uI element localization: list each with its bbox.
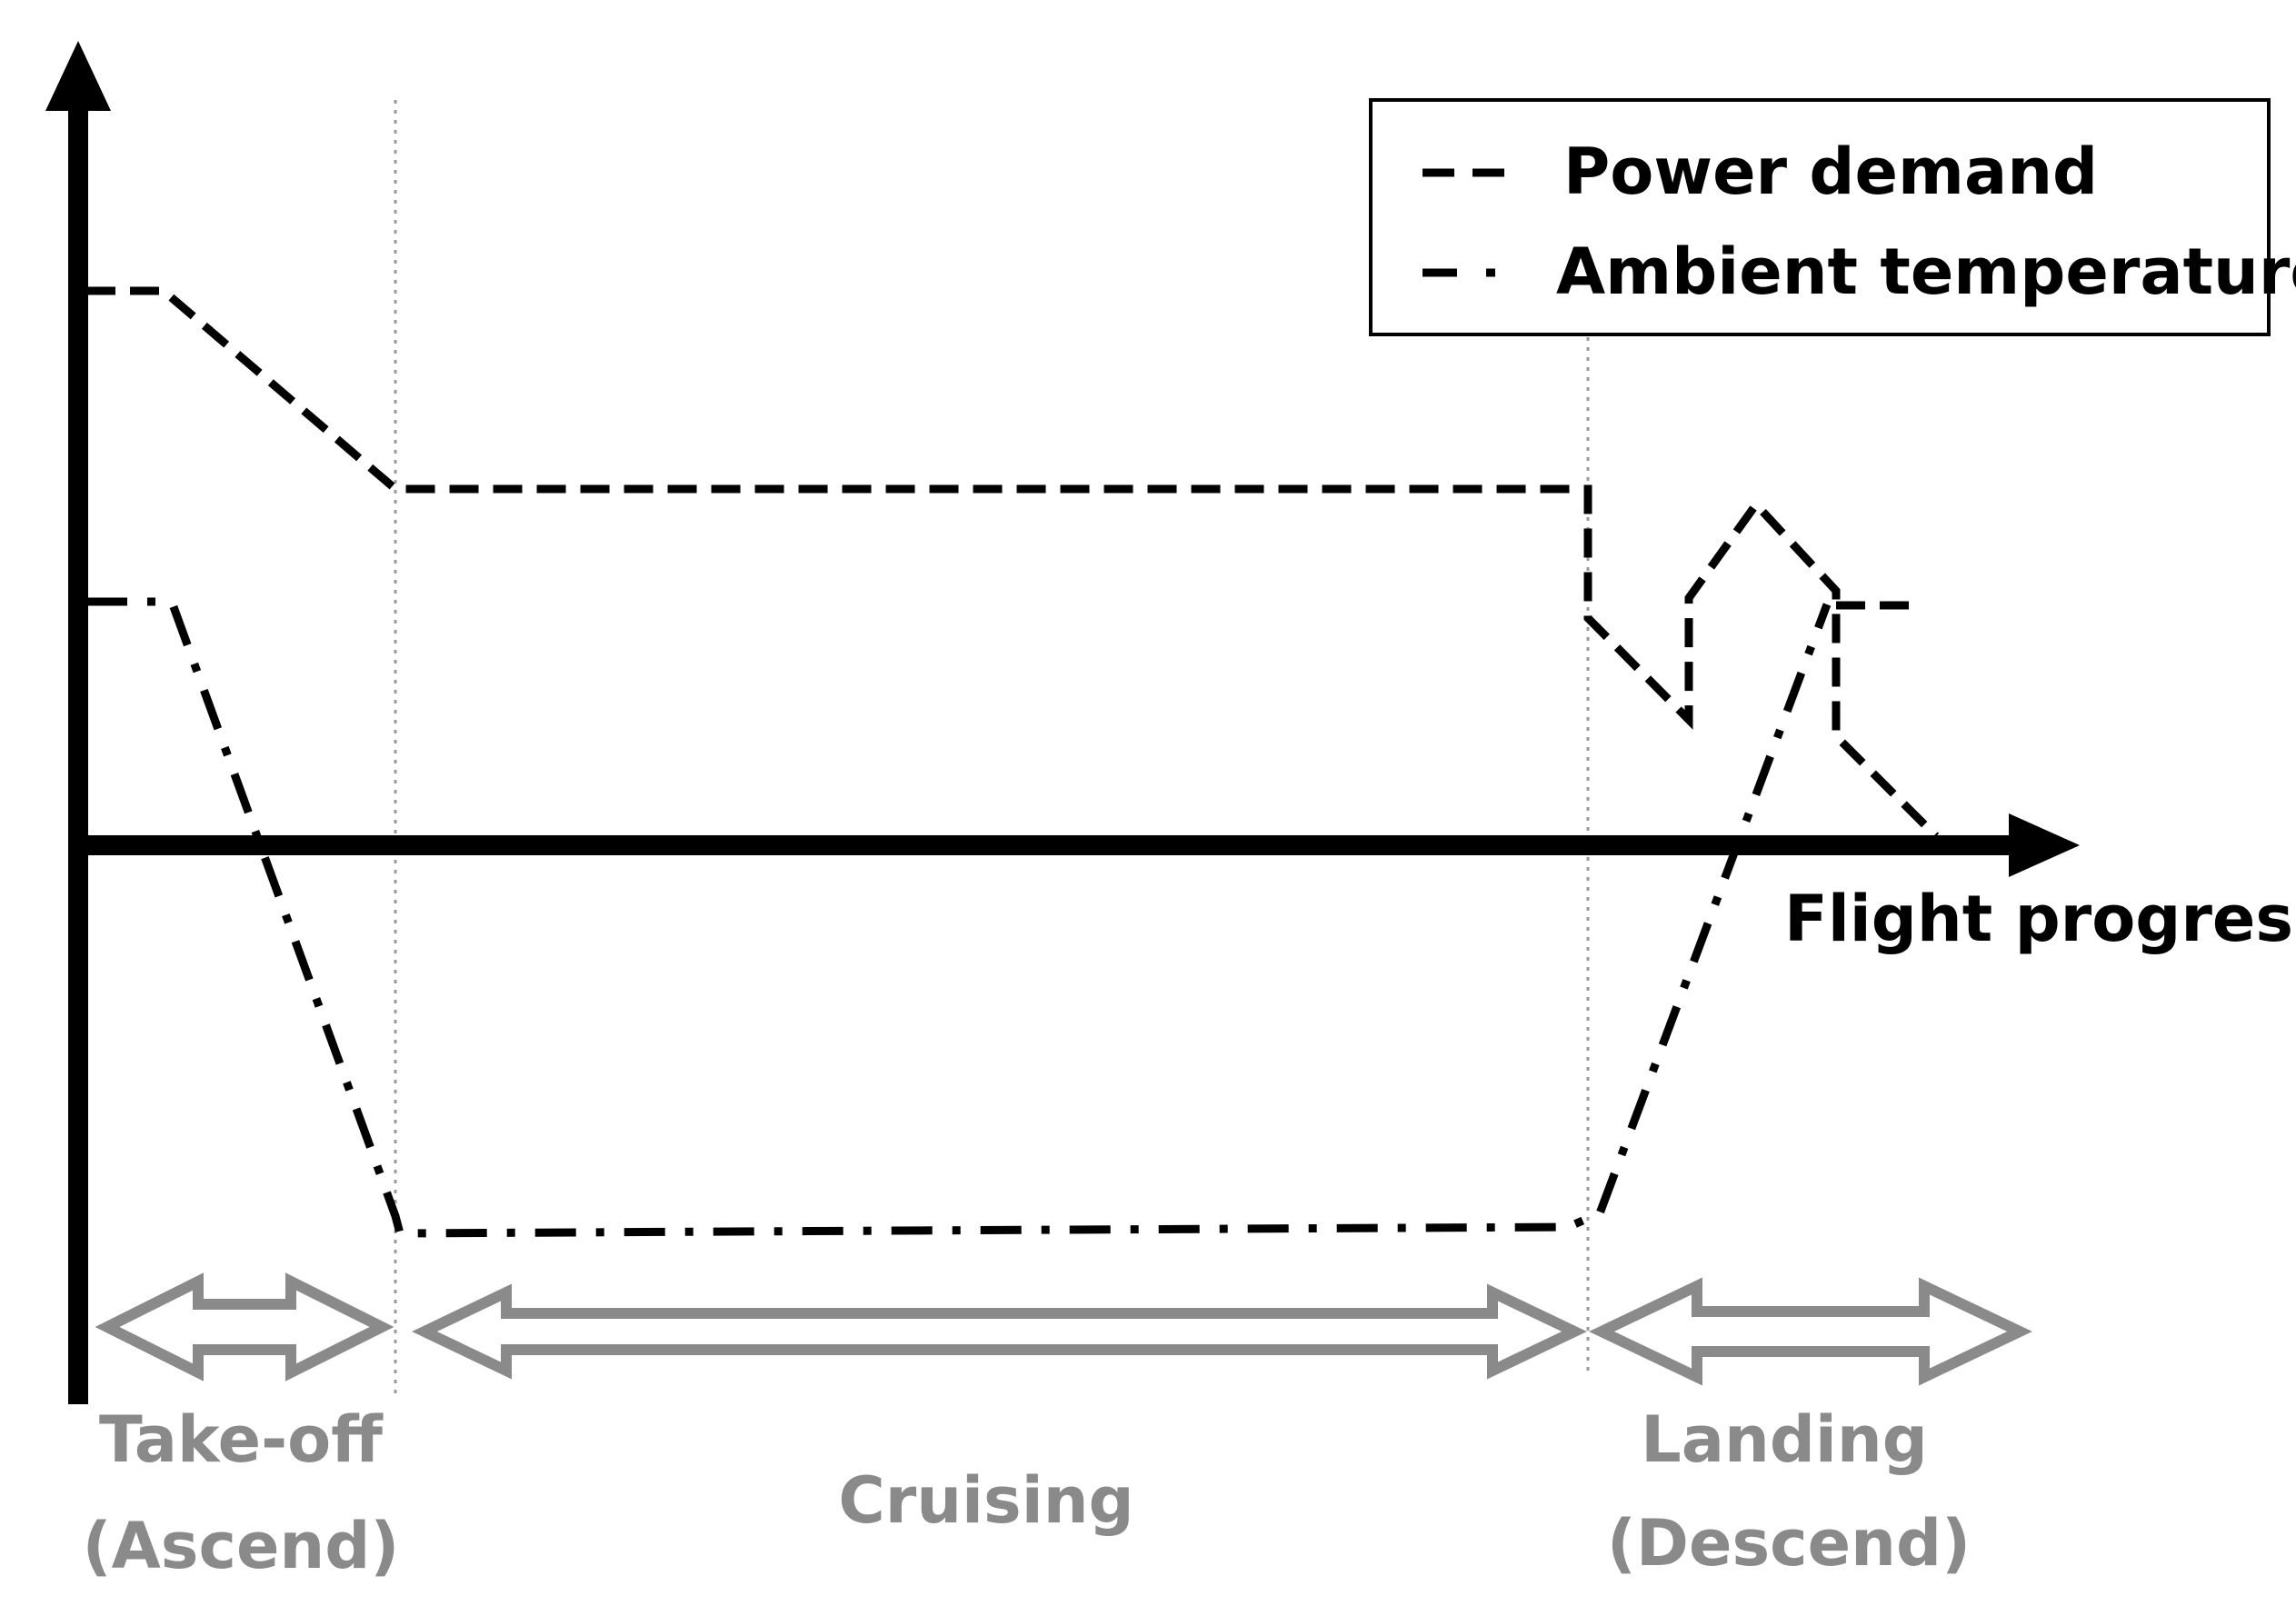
cruising-label: Cruising [838, 1463, 1133, 1538]
y-axis-arrowhead [45, 41, 111, 111]
legend-box [1369, 98, 2271, 336]
takeoff-label-line2: (Ascend) [83, 1509, 400, 1583]
x-axis-label: Flight progress [1784, 882, 2296, 956]
power-demand-line [86, 286, 1940, 840]
x-axis-arrowhead [2009, 813, 2080, 877]
takeoff-label-line1: Take-off [99, 1402, 384, 1477]
landing-label-line2: (Descend) [1607, 1506, 1971, 1581]
ambient-temperature-line [86, 597, 1832, 1238]
legend-power-demand-label: Power demand [1563, 135, 2098, 209]
landing-phase-arrow [1589, 1277, 2032, 1386]
landing-label-line1: Landing [1641, 1402, 1928, 1477]
takeoff-phase-arrow [95, 1272, 394, 1382]
cruising-phase-arrow [412, 1283, 1587, 1380]
legend-ambient-temperature-label: Ambient temperature [1556, 234, 2296, 309]
